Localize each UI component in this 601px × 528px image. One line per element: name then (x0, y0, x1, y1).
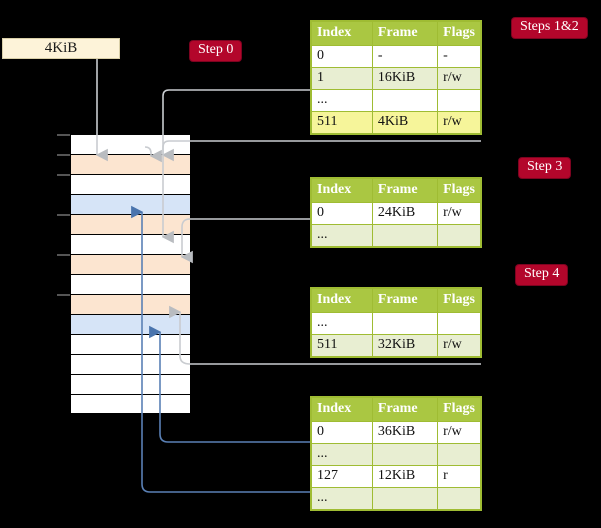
cell-flags: r/w (437, 111, 481, 135)
cell-frame: 12KiB (371, 465, 439, 489)
table-row[interactable]: ... (311, 487, 481, 511)
memory-frame-row[interactable] (70, 134, 191, 154)
physical-memory-column (70, 134, 191, 415)
cell-frame (371, 224, 439, 248)
memory-frame-row[interactable] (70, 294, 191, 314)
table-header-row: Index Frame Flags (311, 20, 481, 47)
page-table-level-1: Index Frame Flags 0 - - 1 16KiB r/w ... (311, 20, 481, 135)
memory-frame-row[interactable] (70, 374, 191, 394)
cell-frame: 32KiB (371, 334, 439, 358)
cell-frame: 24KiB (371, 202, 439, 226)
memory-frame-row[interactable] (70, 194, 191, 214)
column-header-index: Index (311, 396, 373, 423)
cell-flags (437, 224, 481, 248)
cell-index: ... (311, 443, 373, 467)
step-badge-step0: Step 0 (190, 41, 242, 61)
memory-frame-row[interactable] (70, 314, 191, 334)
frame-tick-mark (57, 174, 70, 176)
page-table-level-3: Index Frame Flags ... 511 32KiB r/w (311, 287, 481, 358)
column-header-frame: Frame (371, 20, 439, 47)
memory-frame-row[interactable] (70, 174, 191, 194)
column-header-index: Index (311, 20, 373, 47)
cell-index: ... (311, 487, 373, 511)
frame-tick-mark (57, 154, 70, 156)
cell-flags (437, 312, 481, 336)
table-header-row: Index Frame Flags (311, 396, 481, 423)
frame-tick-mark (57, 134, 70, 136)
step-badge-step3: Step 3 (519, 158, 571, 178)
table-row[interactable]: ... (311, 89, 481, 113)
table-row[interactable]: 0 - - (311, 45, 481, 69)
virtual-page-box: 4KiB (2, 38, 120, 59)
cell-index: 1 (311, 67, 373, 91)
memory-frame-row[interactable] (70, 154, 191, 174)
table-row[interactable]: ... (311, 443, 481, 467)
table-row[interactable]: ... (311, 312, 481, 336)
column-header-frame: Frame (371, 396, 439, 423)
page-table-level-2: Index Frame Flags 0 24KiB r/w ... (311, 177, 481, 248)
table-row[interactable]: 0 36KiB r/w (311, 421, 481, 445)
cell-frame (371, 312, 439, 336)
table-row[interactable]: 1 16KiB r/w (311, 67, 481, 91)
memory-frame-row[interactable] (70, 334, 191, 354)
frame-tick-mark (57, 214, 70, 216)
cell-frame: 36KiB (371, 421, 439, 445)
memory-frame-row[interactable] (70, 214, 191, 234)
cell-index: ... (311, 312, 373, 336)
column-header-frame: Frame (371, 287, 439, 314)
memory-frame-row[interactable] (70, 274, 191, 294)
table-row[interactable]: 511 32KiB r/w (311, 334, 481, 358)
cell-flags: r/w (437, 334, 481, 358)
cell-flags: - (437, 45, 481, 69)
cell-flags (437, 487, 481, 511)
column-header-index: Index (311, 287, 373, 314)
memory-frame-row[interactable] (70, 234, 191, 254)
cell-index: 0 (311, 202, 373, 226)
cell-index: 511 (311, 334, 373, 358)
cell-index: 511 (311, 111, 373, 135)
column-header-flags: Flags (437, 287, 481, 314)
column-header-flags: Flags (437, 20, 481, 47)
cell-flags: r/w (437, 67, 481, 91)
cell-index: 0 (311, 421, 373, 445)
cell-flags (437, 89, 481, 113)
frame-tick-mark (57, 294, 70, 296)
page-table-level-4: Index Frame Flags 0 36KiB r/w ... 127 12… (311, 396, 481, 511)
step-badge-steps12: Steps 1&2 (512, 18, 587, 38)
cell-index: ... (311, 224, 373, 248)
table-header-row: Index Frame Flags (311, 287, 481, 314)
table-row[interactable]: 127 12KiB r (311, 465, 481, 489)
cell-flags: r/w (437, 202, 481, 226)
table-header-row: Index Frame Flags (311, 177, 481, 204)
column-header-flags: Flags (437, 177, 481, 204)
column-header-index: Index (311, 177, 373, 204)
memory-frame-row[interactable] (70, 354, 191, 374)
cell-frame: 4KiB (371, 111, 439, 135)
cell-index: ... (311, 89, 373, 113)
cell-frame: 16KiB (371, 67, 439, 91)
table-row[interactable]: 511 4KiB r/w (311, 111, 481, 135)
cell-index: 127 (311, 465, 373, 489)
cell-frame (371, 443, 439, 467)
cell-frame (371, 89, 439, 113)
table-row[interactable]: ... (311, 224, 481, 248)
frame-tick-mark (57, 254, 70, 256)
cell-flags (437, 443, 481, 467)
table-row[interactable]: 0 24KiB r/w (311, 202, 481, 226)
column-header-frame: Frame (371, 177, 439, 204)
cell-frame: - (371, 45, 439, 69)
cell-flags: r (437, 465, 481, 489)
cell-index: 0 (311, 45, 373, 69)
column-header-flags: Flags (437, 396, 481, 423)
cell-frame (371, 487, 439, 511)
cell-flags: r/w (437, 421, 481, 445)
memory-frame-row[interactable] (70, 254, 191, 274)
memory-frame-row[interactable] (70, 394, 191, 414)
step-badge-step4: Step 4 (516, 265, 568, 285)
